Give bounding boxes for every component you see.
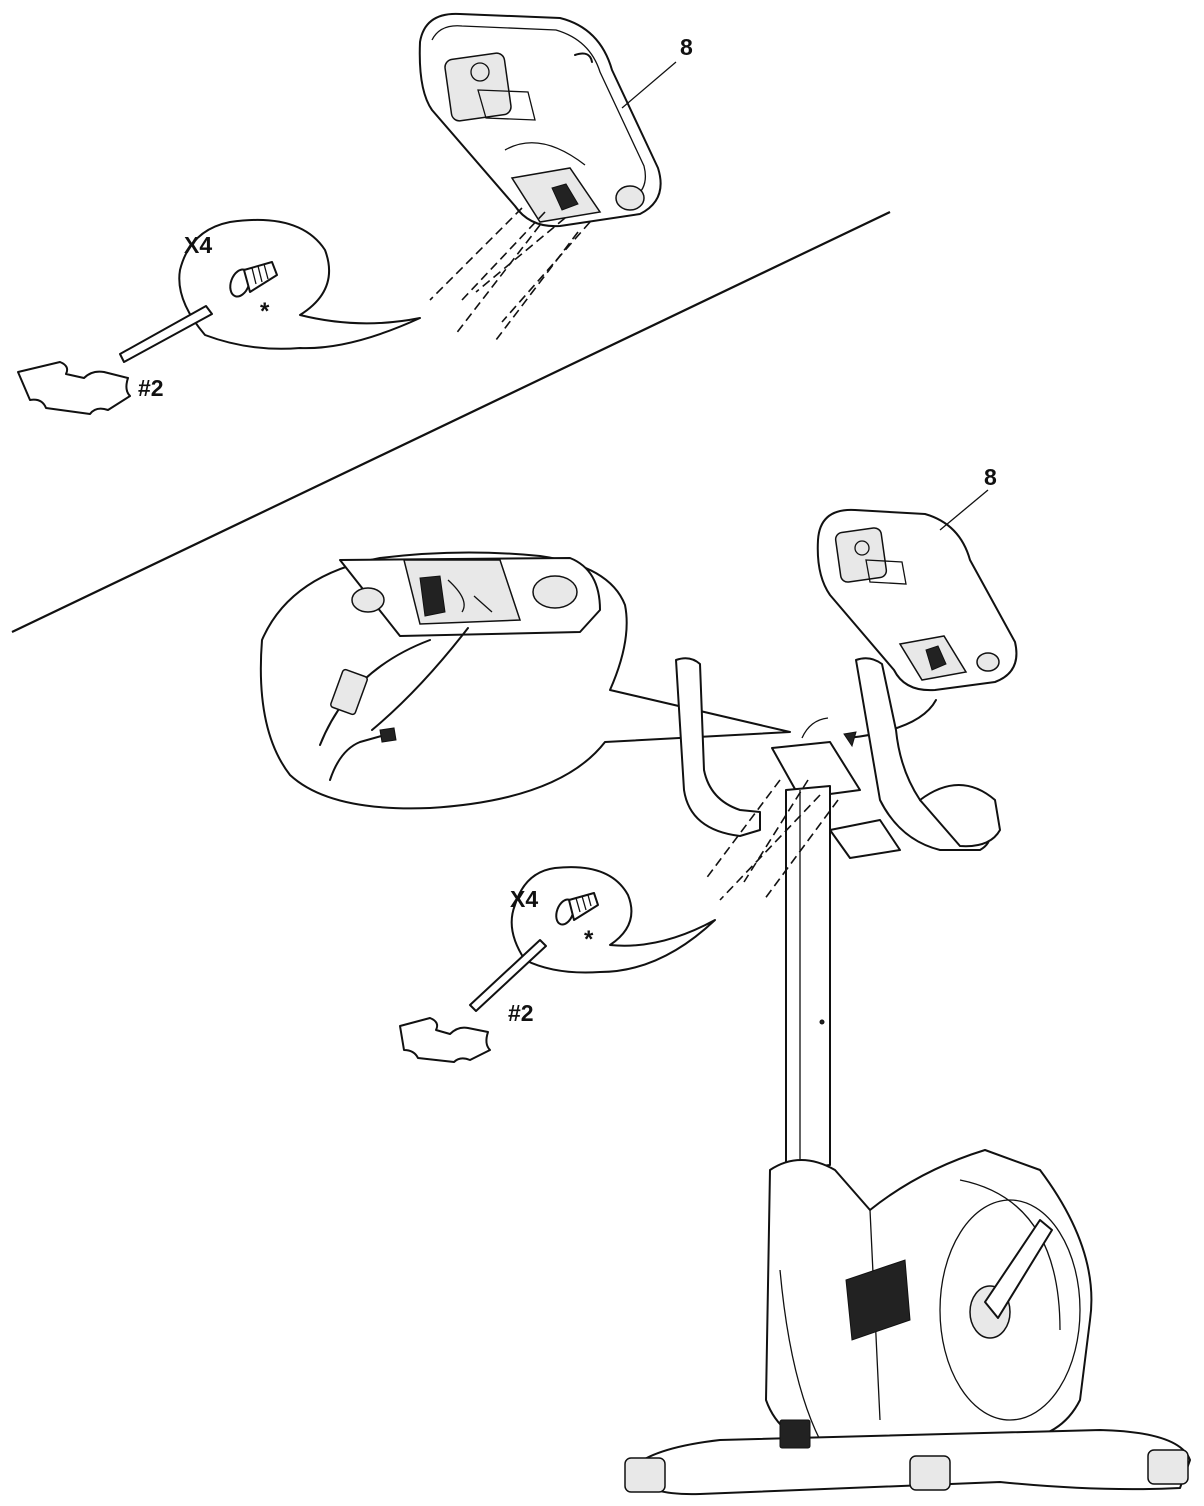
screwdriver-icon <box>399 939 547 1063</box>
screwdriver-icon <box>17 305 213 415</box>
quantity-label: X4 <box>184 232 213 258</box>
screw-callout-bubble <box>178 218 421 350</box>
note-asterisk: * <box>584 926 594 953</box>
screw-callout-bubble <box>510 866 716 974</box>
part-number-label: 8 <box>680 34 693 60</box>
tool-size-label: #2 <box>508 1000 534 1026</box>
tool-size-label: #2 <box>138 375 164 401</box>
console-icon <box>816 508 1018 692</box>
console-icon <box>418 12 662 228</box>
note-asterisk: * <box>260 298 270 325</box>
exercise-bike-icon <box>624 657 1191 1496</box>
detail-callout <box>259 551 791 810</box>
part-number-label: 8 <box>984 464 997 490</box>
screw-path-lines <box>429 207 591 341</box>
quantity-label: X4 <box>510 886 539 912</box>
screw-icon <box>555 892 599 926</box>
step-divider <box>11 211 891 633</box>
screw-icon <box>229 261 278 298</box>
